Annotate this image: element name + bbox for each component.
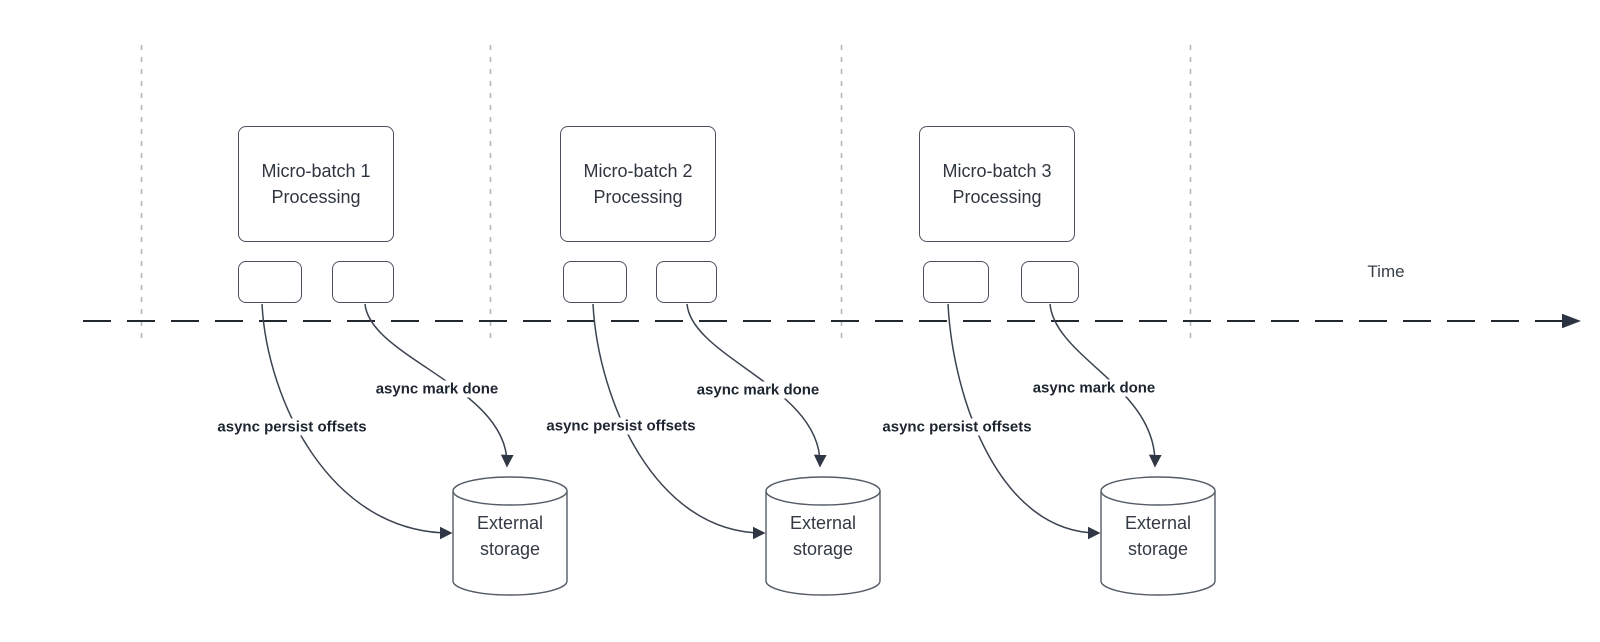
mark-done-arrow-3 (1049, 303, 1162, 468)
time-axis-arrowhead-icon (1562, 313, 1581, 329)
cylinder-top-ellipse (1100, 476, 1216, 506)
micro-batch-1-box-label: Micro-batch 1 Processing (261, 161, 371, 207)
micro-batch-2-box-label: Micro-batch 2 Processing (583, 161, 693, 207)
micro-batch-1-box: Micro-batch 1 Processing (238, 126, 394, 242)
done-slot-box-2 (656, 261, 717, 303)
external-storage-label-2: External storage (789, 513, 857, 559)
persist-offsets-label-3: async persist offsets (879, 418, 1035, 436)
persist-offsets-arrow-2 (592, 303, 766, 540)
persist-offsets-arrow-1 (261, 303, 453, 540)
persist-offsets-label-2: async persist offsets (543, 417, 699, 435)
persist-offsets-label-1: async persist offsets (214, 418, 370, 436)
persist-offsets-arrow-3 (947, 303, 1101, 540)
done-slot-box-1 (332, 261, 394, 303)
external-storage-label-3: External storage (1124, 513, 1192, 559)
micro-batch-2-box: Micro-batch 2 Processing (560, 126, 716, 242)
storage-cylinder-3 (1100, 476, 1216, 596)
mark-done-label-3: async mark done (1029, 379, 1159, 397)
done-slot-box-3 (1021, 261, 1079, 303)
cylinder-top-ellipse (765, 476, 881, 506)
storage-cylinder-1 (452, 476, 568, 596)
external-storage-label-1: External storage (476, 513, 544, 559)
mark-done-label-1: async mark done (372, 380, 502, 398)
mark-done-label-2: async mark done (693, 381, 823, 399)
micro-batch-3-box: Micro-batch 3 Processing (919, 126, 1075, 242)
micro-batch-3-box-label: Micro-batch 3 Processing (942, 161, 1052, 207)
mark-done-arrow-2 (686, 303, 827, 468)
cylinder-top-ellipse (452, 476, 568, 506)
offset-slot-box-3 (923, 261, 989, 303)
time-axis-label: Time (1367, 262, 1405, 281)
storage-cylinder-2 (765, 476, 881, 596)
mark-done-arrow-1 (364, 303, 514, 468)
offset-slot-box-1 (238, 261, 302, 303)
offset-slot-box-2 (563, 261, 627, 303)
